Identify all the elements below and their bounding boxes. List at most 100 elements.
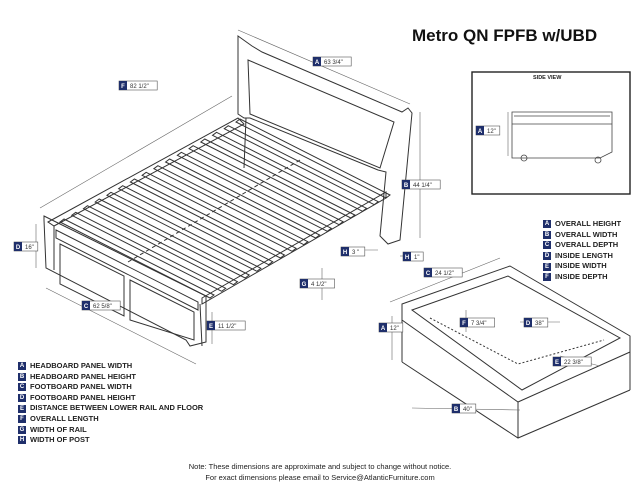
slat bbox=[176, 151, 333, 232]
slat bbox=[94, 198, 251, 279]
side-view-title: SIDE VIEW bbox=[533, 75, 562, 81]
legend-item: G WIDTH OF RAIL bbox=[18, 425, 203, 436]
slat bbox=[117, 185, 274, 266]
legend-badge: G bbox=[18, 425, 26, 434]
dimension-tag-value: 62 5/8" bbox=[93, 304, 112, 310]
slat bbox=[129, 178, 286, 259]
footboard bbox=[43, 215, 207, 347]
bed-slats bbox=[59, 118, 391, 299]
legend-badge: H bbox=[18, 436, 26, 445]
dimension-tag-letter: F bbox=[121, 84, 125, 90]
slat bbox=[164, 158, 321, 239]
dimension-tag-value: 4 1/2" bbox=[311, 282, 326, 288]
dimension-tag-badge bbox=[300, 279, 308, 288]
footboard-panel-top bbox=[55, 229, 199, 311]
legend-text: WIDTH OF RAIL bbox=[30, 424, 87, 434]
legend-badge: E bbox=[543, 262, 551, 271]
legend-text: DISTANCE BETWEEN LOWER RAIL AND FLOOR bbox=[30, 403, 204, 413]
diagram-title: Metro QN FPFB w/UBD bbox=[412, 26, 598, 45]
legend-item: E DISTANCE BETWEEN LOWER RAIL AND FLOOR bbox=[18, 403, 203, 414]
legend-badge: B bbox=[18, 372, 26, 381]
dimension-tag-letter: B bbox=[454, 407, 459, 413]
dimension-tag: F 82 1/2" bbox=[118, 80, 158, 91]
dimension-tag-value: 12" bbox=[390, 326, 399, 332]
legend-badge: F bbox=[18, 415, 26, 424]
legend-text: FOOTBOARD PANEL WIDTH bbox=[30, 382, 132, 392]
legend-badge: F bbox=[543, 273, 551, 282]
dimension-tag-badge bbox=[424, 268, 432, 277]
dimension-tag-letter: C bbox=[426, 271, 431, 277]
legend-text: OVERALL HEIGHT bbox=[555, 219, 622, 228]
dimension-tag-value: 24 1/2" bbox=[435, 271, 454, 277]
dimension-tag: C 62 5/8" bbox=[81, 300, 121, 311]
legend-badge: D bbox=[18, 394, 26, 403]
slat bbox=[223, 125, 380, 206]
dimension-tag-value: 40" bbox=[463, 407, 472, 413]
legend-badge: A bbox=[18, 362, 26, 371]
dimension-tag-letter: D bbox=[526, 321, 531, 327]
dimension-tag-badge bbox=[403, 252, 411, 261]
legend-badge: B bbox=[543, 230, 551, 239]
dimension-tag-badge bbox=[452, 404, 460, 413]
dimension-tag-badge bbox=[553, 357, 561, 366]
dimension-tag-badge bbox=[207, 321, 215, 330]
dimension-tag-value: 3 " bbox=[352, 250, 359, 256]
dimension-tag-letter: C bbox=[84, 304, 89, 310]
dimension-tag-letter: B bbox=[404, 183, 409, 189]
side-view-frame bbox=[471, 71, 631, 195]
dimension-tag-value: 16" bbox=[25, 245, 34, 251]
legend-text: INSIDE WIDTH bbox=[555, 261, 607, 271]
legend-badge: A bbox=[543, 220, 551, 229]
dimension-tag-badge bbox=[402, 180, 410, 189]
dimension-tag-badge bbox=[524, 318, 532, 327]
dimension-tag-letter: H bbox=[405, 255, 409, 261]
legend-item: A OVERALL HEIGHT bbox=[543, 219, 621, 230]
legend-item: H WIDTH OF POST bbox=[18, 435, 203, 446]
legend-text: OVERALL WIDTH bbox=[555, 229, 618, 239]
note-line-2: For exact dimensions please email to Ser… bbox=[205, 473, 435, 482]
dimension-tag: C 24 1/2" bbox=[423, 267, 463, 278]
slat bbox=[82, 205, 239, 286]
dimension-tag-value: 63 3/4" bbox=[324, 60, 343, 66]
dimension-tag-badge bbox=[341, 247, 349, 256]
dimension-tag-badge bbox=[14, 242, 22, 251]
side-rail-left bbox=[47, 117, 245, 227]
legend-text: INSIDE LENGTH bbox=[555, 250, 613, 260]
dimension-tag-value: 22 3/8" bbox=[564, 360, 583, 366]
legend-text: WIDTH OF POST bbox=[30, 435, 90, 445]
slat bbox=[141, 171, 298, 252]
dimension-tag-value: 82 1/2" bbox=[130, 84, 149, 90]
dimension-tag: H 3 " bbox=[340, 246, 366, 257]
dimension-tag-letter: F bbox=[462, 321, 466, 327]
note-line-1: Note: These dimensions are approximate a… bbox=[188, 462, 452, 471]
dimension-tag: D 38" bbox=[523, 317, 549, 328]
legend-item: E INSIDE WIDTH bbox=[543, 261, 621, 272]
legend-badge: E bbox=[18, 404, 26, 413]
dimension-tag-letter: H bbox=[343, 250, 347, 256]
legend-badge: D bbox=[543, 252, 551, 261]
slat bbox=[199, 138, 356, 219]
dimension-tag-letter: E bbox=[209, 324, 213, 330]
slat bbox=[188, 145, 345, 226]
dimension-tag-value: 38" bbox=[535, 321, 544, 327]
headboard-panel bbox=[247, 59, 395, 169]
slat bbox=[235, 118, 391, 199]
dimension-tag-badge bbox=[476, 126, 484, 135]
footboard-drawer-right bbox=[129, 279, 195, 341]
dimension-tag-letter: A bbox=[478, 129, 483, 135]
slat bbox=[70, 211, 227, 292]
